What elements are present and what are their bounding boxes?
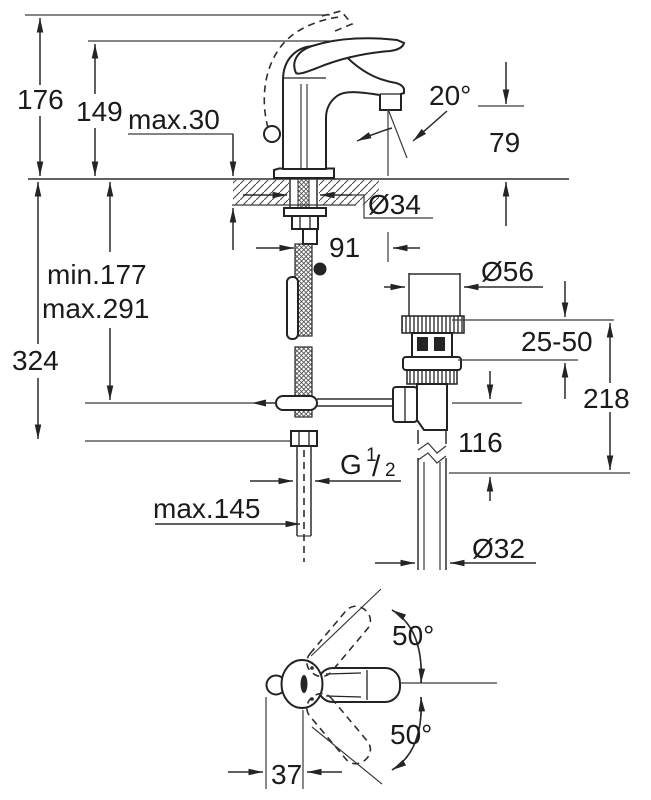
dim-label-total-height: 176	[17, 84, 64, 115]
pop-up-rod-top-knob	[313, 262, 327, 276]
pipe-break-lower	[417, 452, 447, 464]
dim-label-swing-up: 50°	[392, 620, 434, 651]
faucet-side-view	[25, 10, 630, 570]
dim-label-flange-diameter: Ø56	[481, 256, 534, 287]
handle-cap-slit	[300, 675, 308, 693]
dim-label-shank-diameter: Ø34	[368, 189, 421, 220]
linkage-rod-tip	[252, 399, 266, 407]
dim-label-deck-thickness: max.30	[128, 104, 220, 135]
linkage-clamp	[275, 395, 318, 411]
pipe-break-upper	[417, 442, 447, 454]
dim-label-thread-slash: /	[372, 450, 381, 483]
dim-label-thread-letter: G	[340, 449, 362, 480]
dim-label-body-height: 149	[76, 96, 123, 127]
lever-handle	[293, 37, 406, 75]
dim-label-thread-denominator: 2	[385, 460, 396, 481]
spout-angle-arc-arrow	[356, 127, 393, 142]
waste-lock-nut	[406, 369, 458, 385]
dim-label-thread-numerator: 1	[366, 445, 377, 466]
swing-limit-line-lower	[311, 726, 383, 785]
lever-swung-up-outline	[306, 605, 372, 678]
dim-label-below-counter: 324	[12, 345, 59, 376]
dim-label-spout-height: 79	[489, 127, 520, 158]
dimension-labels: 176 149 max.30 20° 79 Ø34 91 min.177 max…	[12, 80, 630, 790]
dimension-annotations	[34, 18, 614, 567]
lever-plan-inner-bottom	[325, 695, 362, 698]
lever-raised-tip	[321, 10, 354, 32]
handle-plan-view	[228, 588, 497, 789]
waste-plug-rim	[401, 315, 465, 334]
dim-label-counter-range: 25-50	[521, 326, 593, 357]
waste-tee-body	[416, 383, 448, 431]
dim-label-spout-angle: 20°	[429, 80, 471, 111]
waste-slot-right	[434, 337, 445, 351]
spout-angle-line	[387, 108, 408, 159]
dim-label-tailpipe: 116	[458, 427, 503, 458]
dim-shank-leader	[352, 194, 433, 219]
shank-thread	[297, 178, 310, 209]
dim-label-pipe-diameter: Ø32	[472, 533, 525, 564]
pop-up-rod-vertical	[286, 276, 299, 340]
dim-label-rod-max: max.291	[42, 293, 149, 324]
mounting-washer	[283, 207, 327, 217]
waste-flange	[402, 356, 462, 371]
lever-raised-outline	[263, 16, 341, 129]
swing-limit-line-upper	[310, 588, 382, 657]
waste-slot-left	[417, 337, 428, 351]
mounting-nut	[291, 215, 319, 230]
dim-label-rod-min: min.177	[47, 259, 147, 290]
lever-swung-down-outline	[306, 692, 372, 765]
spout-angle-leader-arrow	[412, 110, 448, 142]
dim-label-swing-down: 50°	[390, 719, 432, 750]
dim-label-waste-height: 218	[583, 383, 630, 414]
hose-end-nut	[290, 430, 318, 447]
hose-connector-stub	[302, 228, 318, 245]
pop-up-rod-knob-side	[263, 125, 281, 143]
swing-arc-lower-b	[391, 696, 426, 771]
counter-hatch-left	[233, 180, 289, 205]
cap-detail-dot	[310, 666, 314, 670]
dim-label-hose-reach: max.145	[153, 493, 260, 524]
dim-label-waste-offset: 91	[329, 232, 360, 263]
lever-plan-inner-top	[325, 672, 362, 675]
dim-label-handle-offset: 37	[271, 759, 302, 790]
swing-arc-upper-b	[391, 609, 426, 684]
